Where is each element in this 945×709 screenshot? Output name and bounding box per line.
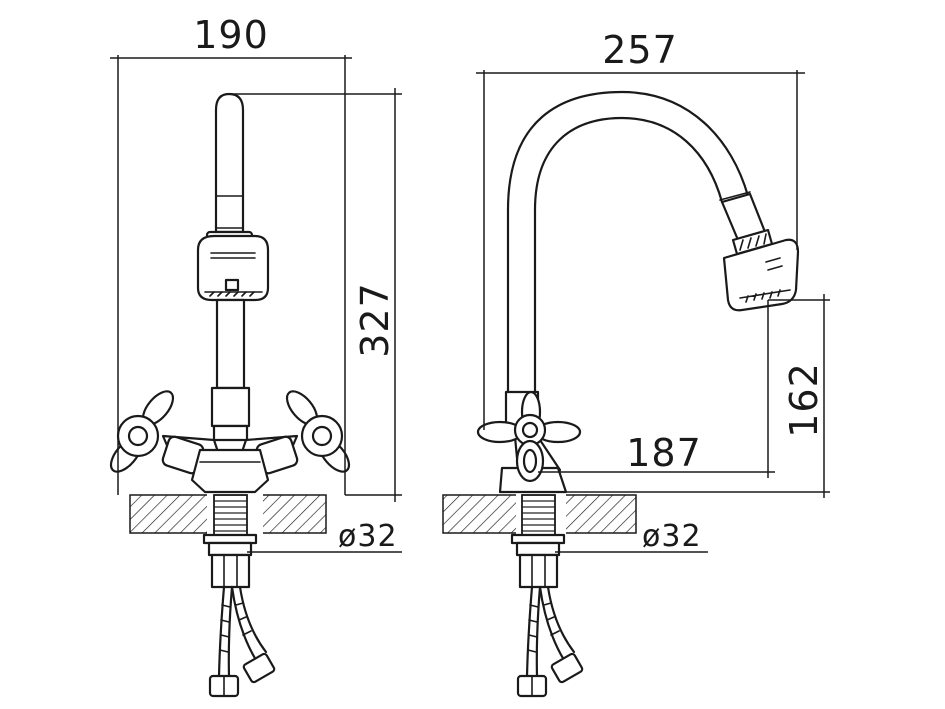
- front-shank: [202, 494, 258, 589]
- front-diameter-label: ø32: [338, 519, 398, 554]
- side-diameter-label: ø32: [642, 519, 702, 554]
- side-hoses: [516, 585, 584, 698]
- front-body: [109, 386, 351, 494]
- side-view: 257 187 162 ø32: [442, 28, 830, 698]
- side-handle: [476, 390, 582, 483]
- side-width-dimension: 257: [476, 28, 805, 430]
- front-width-label: 190: [193, 13, 269, 57]
- side-spout-height-dimension: 162: [566, 294, 830, 498]
- side-body: [476, 390, 582, 494]
- front-spout: [196, 92, 270, 390]
- side-spout-height-label: 162: [782, 362, 826, 438]
- side-shank: [510, 494, 566, 589]
- side-reach-label: 187: [626, 431, 702, 475]
- front-diameter-dimension: ø32: [247, 519, 402, 554]
- front-width-dimension: 190: [110, 13, 352, 495]
- side-diameter-dimension: ø32: [555, 519, 708, 554]
- front-height-dimension: 327: [229, 88, 402, 502]
- front-height-label: 327: [353, 282, 397, 358]
- side-spout: [506, 90, 800, 394]
- side-reach-dimension: 187: [538, 300, 775, 478]
- front-view: 190 327 ø32: [109, 13, 402, 698]
- side-width-label: 257: [602, 28, 678, 72]
- front-right-handle: [285, 390, 351, 473]
- front-hoses: [208, 585, 276, 698]
